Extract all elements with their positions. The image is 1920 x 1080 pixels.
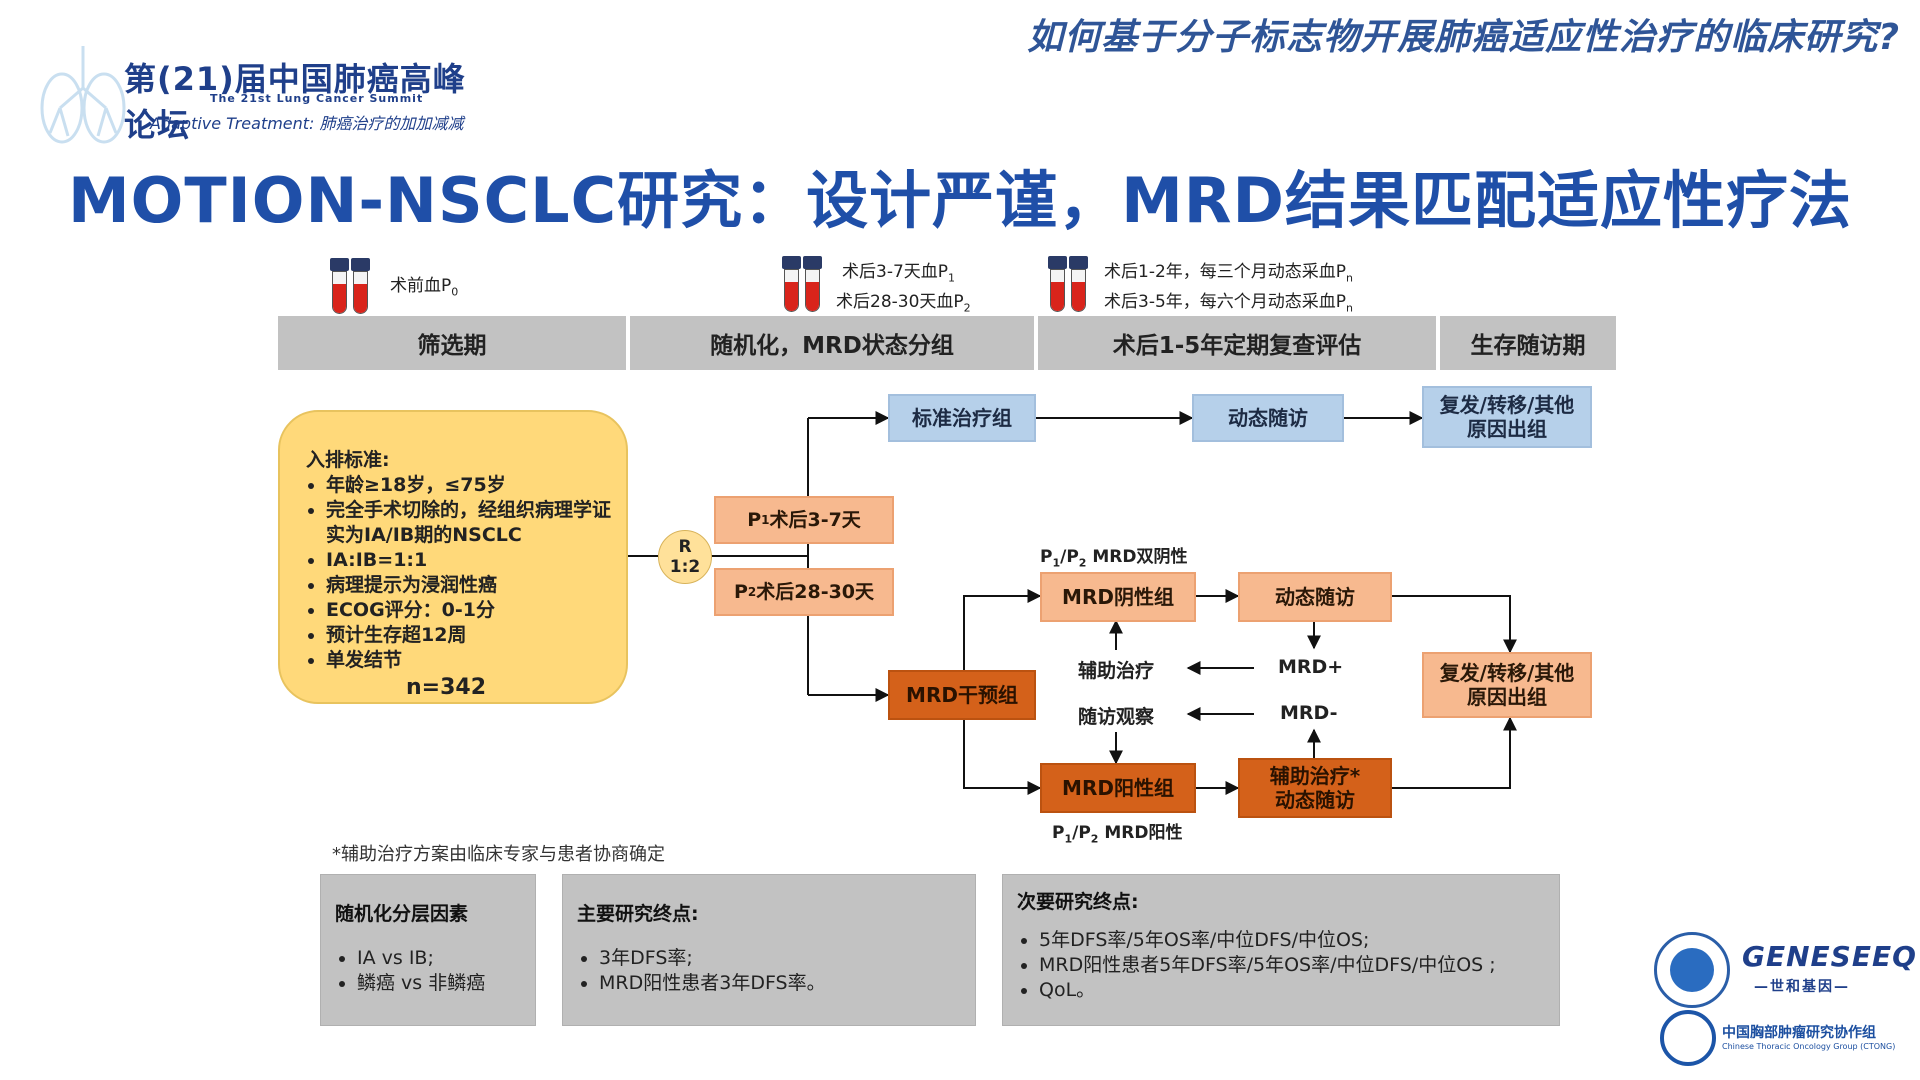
exit-box-standard: 复发/转移/其他 原因出组 [1422, 386, 1592, 448]
dynamic-followup-mrd: 动态随访 [1238, 572, 1392, 622]
tube-label-postop: 术后3-7天血P1 术后28-30天血P2 [836, 262, 971, 315]
geneseeq-cn-text: —世和基因— [1754, 979, 1850, 995]
observation-label: 随访观察 [1078, 706, 1155, 728]
logo-slogan: Adaptive Treatment: 肺癌治疗的加加减减 [150, 114, 464, 133]
tube-label-preop: 术前血P0 [390, 276, 459, 299]
blood-tube-icon [351, 258, 370, 314]
blood-tube-icon [1069, 256, 1088, 312]
list-item: 3年DFS率; [599, 946, 961, 971]
tube-label-dynamic: 术后1-2年，每三个月动态采血Pn 术后3-5年，每六个月动态采血Pn [1104, 262, 1354, 315]
blood-tube-icon [782, 256, 801, 312]
organization-seal-icon [1654, 932, 1730, 1008]
connector-follow2-exit [1392, 595, 1517, 654]
standard-treatment-group: 标准治疗组 [888, 394, 1036, 442]
list-item: 完全手术切除的，经组织病理学证实为IA/IB期的NSCLC [326, 498, 616, 548]
randomization-node: R 1:2 [658, 530, 712, 584]
mrd-positive-group: MRD阳性组 [1040, 763, 1196, 813]
dual-negative-label: P1/P2 MRD双阴性 [1040, 547, 1188, 570]
blood-tubes-1 [330, 258, 370, 314]
list-item: 预计生存超12周 [326, 623, 616, 648]
adjuvant-dynamic-box: 辅助治疗*动态随访 [1238, 758, 1392, 818]
inclusion-criteria-box: 入排标准: 年龄≥18岁，≤75岁 完全手术切除的，经组织病理学证实为IA/IB… [278, 410, 628, 704]
dynamic-followup-standard: 动态随访 [1192, 394, 1344, 442]
lung-icon [40, 46, 126, 144]
ctong-cn-text: 中国胸部肿瘤研究协作组 [1722, 1025, 1876, 1041]
ctong-logo-icon [1660, 1010, 1716, 1066]
list-item: MRD阳性患者5年DFS率/5年OS率/中位DFS/中位OS ; [1039, 953, 1545, 978]
secondary-endpoints-box: 次要研究终点: 5年DFS率/5年OS率/中位DFS/中位OS; MRD阳性患者… [1002, 874, 1560, 1026]
endpoint-title: 主要研究终点: [577, 903, 699, 925]
list-item: 年龄≥18岁，≤75岁 [326, 473, 616, 498]
list-item: 鳞癌 vs 非鳞癌 [357, 971, 521, 996]
blood-tube-icon [1048, 256, 1067, 312]
blood-tubes-3 [1048, 256, 1088, 312]
mrd-negative-group: MRD阴性组 [1040, 572, 1196, 622]
adjuvant-therapy-label: 辅助治疗 [1078, 660, 1155, 682]
blood-tube-icon [330, 258, 349, 314]
main-title: MOTION-NSCLC研究：设计严谨，MRD结果匹配适应性疗法 [67, 164, 1853, 237]
sample-size: n=342 [405, 675, 487, 700]
list-item: 病理提示为浸润性癌 [326, 573, 616, 598]
phase-randomization: 随机化，MRD状态分组 [630, 316, 1034, 370]
connector-int-to-neg [963, 589, 1042, 670]
inclusion-title: 入排标准: [306, 449, 390, 471]
top-title: 如何基于分子标志物开展肺癌适应性治疗的临床研究? [1027, 17, 1900, 58]
list-item: 5年DFS率/5年OS率/中位DFS/中位OS; [1039, 928, 1545, 953]
summit-logo: 第(21)届中国肺癌高峰论坛 The 21st Lung Cancer Summ… [38, 38, 498, 148]
mrd-positive-label: P1/P2 MRD阳性 [1052, 823, 1183, 846]
list-item: IA:IB=1:1 [326, 548, 616, 573]
randomization-r: R [678, 537, 692, 557]
list-item: 单发结节 [326, 648, 616, 673]
blood-tubes-2 [782, 256, 822, 312]
inclusion-list: 年龄≥18岁，≤75岁 完全手术切除的，经组织病理学证实为IA/IB期的NSCL… [306, 473, 616, 673]
primary-endpoints-box: 主要研究终点: 3年DFS率; MRD阳性患者3年DFS率。 [562, 874, 976, 1026]
endpoint-title: 次要研究终点: [1017, 891, 1139, 913]
connector-int-to-pos [963, 720, 1042, 795]
list-item: IA vs IB; [357, 946, 521, 971]
connector-adj-exit [1392, 716, 1517, 789]
stratification-factors-box: 随机化分层因素 IA vs IB; 鳞癌 vs 非鳞癌 [320, 874, 536, 1026]
list-item: ECOG评分：0-1分 [326, 598, 616, 623]
mrd-positive-marker: MRD+ [1278, 656, 1344, 678]
ctong-en-text: Chinese Thoracic Oncology Group (CTONG) [1722, 1042, 1896, 1051]
mrd-intervention-group: MRD干预组 [888, 670, 1036, 720]
blood-tube-icon [803, 256, 822, 312]
logo-main-text: 第(21)届中国肺癌高峰论坛 [124, 60, 466, 144]
phase-screening: 筛选期 [278, 316, 626, 370]
randomization-ratio: 1:2 [669, 557, 701, 577]
logo-sub-text: The 21st Lung Cancer Summit [210, 92, 424, 105]
footnote: *辅助治疗方案由临床专家与患者协商确定 [332, 844, 665, 865]
phase-survival-followup: 生存随访期 [1440, 316, 1616, 370]
phase-review: 术后1-5年定期复查评估 [1038, 316, 1436, 370]
endpoint-title: 随机化分层因素 [335, 903, 469, 925]
geneseeq-logo-text: GENESEEQ [1742, 940, 1917, 973]
list-item: MRD阳性患者3年DFS率。 [599, 971, 961, 996]
exit-box-mrd: 复发/转移/其他 原因出组 [1422, 652, 1592, 718]
mrd-negative-marker: MRD- [1280, 702, 1338, 724]
list-item: QoL。 [1039, 978, 1545, 1003]
